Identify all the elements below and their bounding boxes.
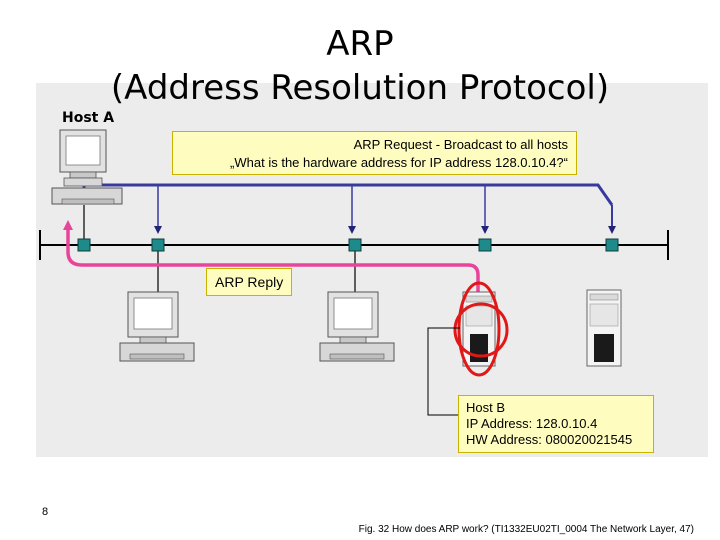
node-server-2 [605, 238, 619, 252]
page-number: 8 [42, 506, 49, 518]
node-pc-2 [348, 238, 362, 252]
node-host-b [478, 238, 492, 252]
node-pc-1 [151, 238, 165, 252]
host-b-ip: IP Address: 128.0.10.4 [466, 416, 598, 431]
host-b-hw: HW Address: 080020021545 [466, 432, 633, 447]
host-b-server-icon[interactable] [453, 281, 509, 377]
bus-nodes [77, 238, 619, 252]
figure-caption: Fig. 32 How does ARP work? (TI1332EU02TI… [358, 524, 694, 535]
arp-request-line-1: ARP Request - Broadcast to all hosts [353, 137, 568, 152]
server-2-icon[interactable] [586, 289, 622, 367]
arp-request-path [82, 183, 616, 234]
arp-request-box: ARP Request - Broadcast to all hosts „Wh… [172, 131, 577, 175]
host-a-computer-icon[interactable] [51, 129, 123, 205]
host-b-connector [427, 327, 460, 416]
arp-reply-box: ARP Reply [206, 268, 292, 296]
node-host-a [77, 238, 91, 252]
pc-1-computer-icon[interactable] [119, 291, 195, 362]
title-line-1: ARP [326, 24, 394, 64]
arp-reply-path [63, 220, 480, 298]
pc-2-computer-icon[interactable] [319, 291, 395, 362]
title-line-2: (Address Resolution Protocol) [110, 68, 610, 108]
host-b-info-box: Host B IP Address: 128.0.10.4 HW Address… [458, 395, 654, 453]
drop-lines [83, 205, 356, 295]
arp-request-line-2: „What is the hardware address for IP add… [230, 155, 568, 170]
host-a-label: Host A [62, 110, 115, 126]
host-b-name: Host B [466, 400, 506, 415]
